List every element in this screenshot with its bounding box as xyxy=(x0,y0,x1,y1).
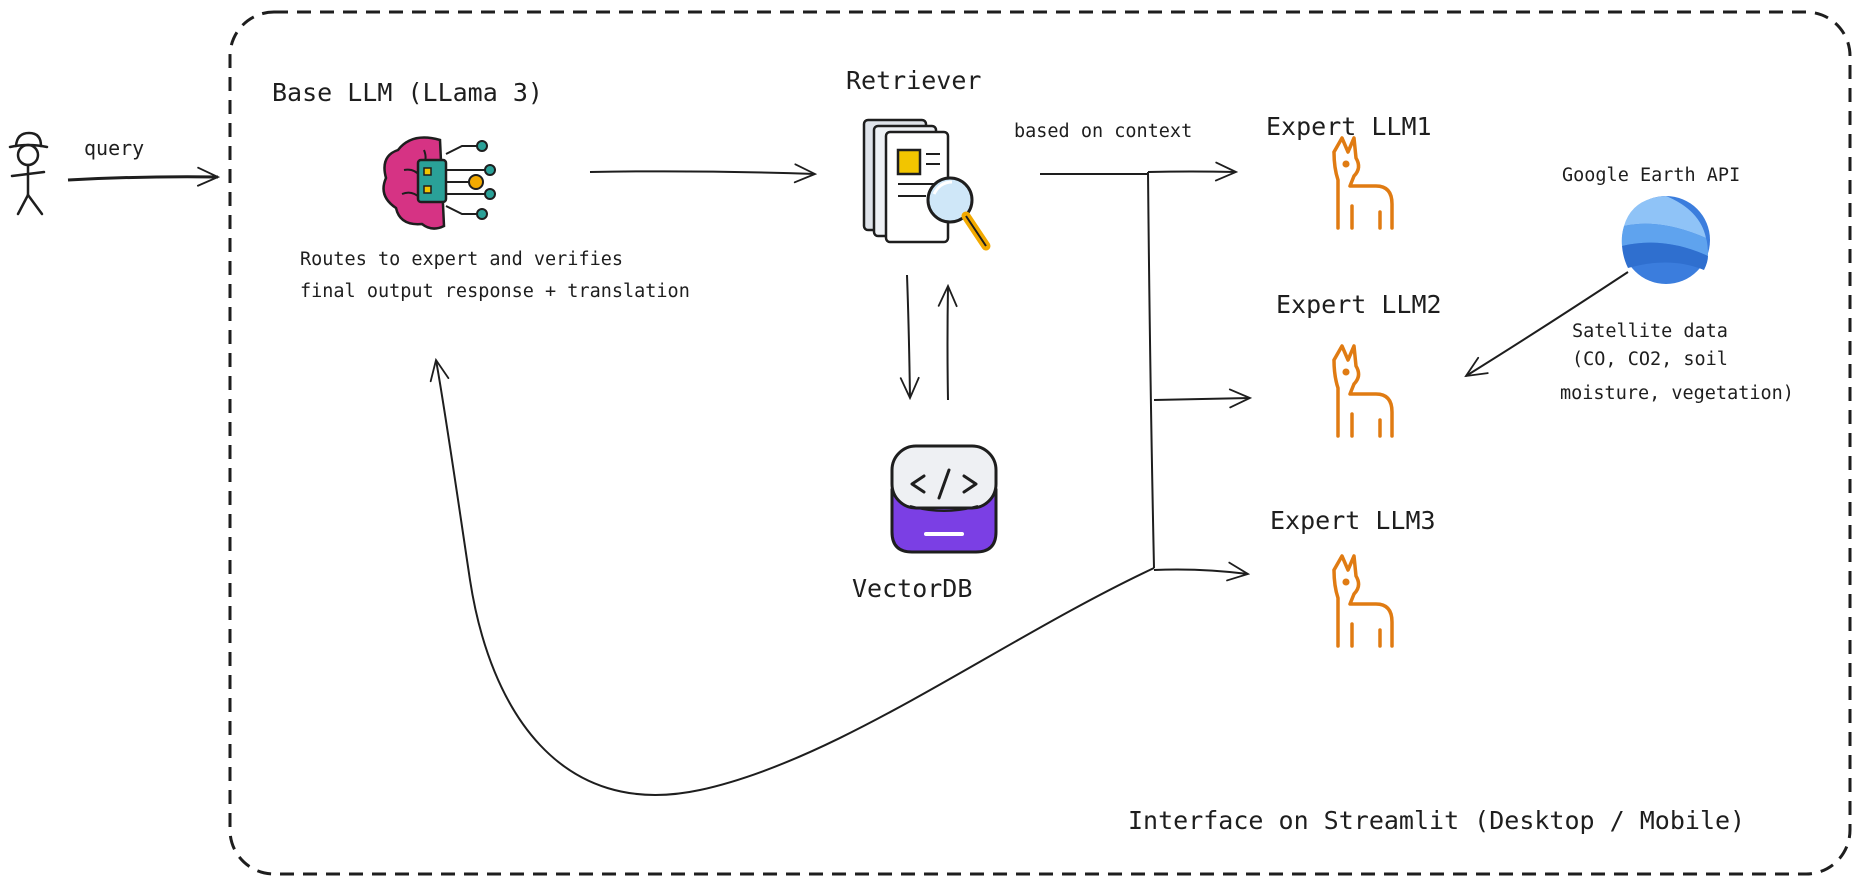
satellite-desc-line1: Satellite data xyxy=(1572,321,1728,342)
llama-icon-expert1 xyxy=(1332,136,1394,230)
expert-llm2-title: Expert LLM2 xyxy=(1276,290,1442,319)
retriever-edge-label: based on context xyxy=(1014,121,1193,142)
route-to-expert2-arrow xyxy=(1153,398,1250,400)
route-to-expert3-arrow xyxy=(1153,570,1248,575)
vector-database-icon xyxy=(890,444,998,554)
base-llm-title: Base LLM (LLama 3) xyxy=(272,78,543,107)
google-earth-title: Google Earth API xyxy=(1562,165,1741,186)
streamlit-container xyxy=(228,10,1852,876)
satellite-desc-line3: moisture, vegetation) xyxy=(1560,383,1794,404)
user-icon xyxy=(8,131,49,216)
retriever-document-search-icon xyxy=(862,118,991,251)
retriever-title: Retriever xyxy=(846,66,982,95)
brain-circuit-icon xyxy=(382,136,496,230)
base-llm-desc-line1: Routes to expert and verifies xyxy=(300,249,624,270)
query-arrow xyxy=(67,177,218,180)
satellite-data-arrow xyxy=(1466,271,1629,376)
route-to-expert1-arrow xyxy=(1147,172,1236,173)
llama-icon-expert3 xyxy=(1332,554,1394,648)
satellite-desc-line2: (CO, CO2, soil xyxy=(1572,349,1728,370)
vectordb-title: VectorDB xyxy=(852,574,973,603)
expert-llm3-title: Expert LLM3 xyxy=(1270,506,1436,535)
llama-icon-expert2 xyxy=(1332,344,1394,438)
google-earth-icon xyxy=(1621,196,1710,284)
expert-llm1-title: Expert LLM1 xyxy=(1266,112,1432,141)
vectordb-to-retriever-arrow xyxy=(948,286,949,401)
base-llm-desc-line2: final output response + translation xyxy=(300,281,690,302)
streamlit-caption: Interface on Streamlit (Desktop / Mobile… xyxy=(1128,806,1746,835)
route-trunk-line xyxy=(1147,171,1155,569)
base-to-retriever-arrow xyxy=(589,171,815,174)
retriever-to-vectordb-arrow xyxy=(907,274,910,398)
feedback-to-base-arrow xyxy=(436,360,1155,796)
query-label: query xyxy=(84,136,145,160)
